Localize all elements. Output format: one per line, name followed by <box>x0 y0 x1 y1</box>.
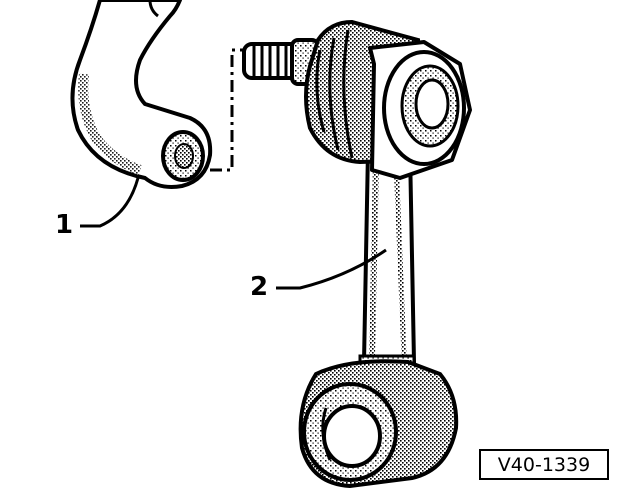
callout-1: 1 <box>55 210 74 240</box>
callout-2: 2 <box>250 272 269 302</box>
alignment-line <box>210 48 246 172</box>
leader-line-2 <box>276 248 387 290</box>
upper-ball-joint <box>304 19 472 180</box>
figure-reference-code: V40-1339 <box>479 449 609 480</box>
stabilizer-bar <box>70 0 213 189</box>
leader-line-1 <box>80 177 140 228</box>
threaded-stud <box>242 38 320 86</box>
leader-lines <box>80 177 387 290</box>
lower-ball-joint <box>298 359 459 489</box>
